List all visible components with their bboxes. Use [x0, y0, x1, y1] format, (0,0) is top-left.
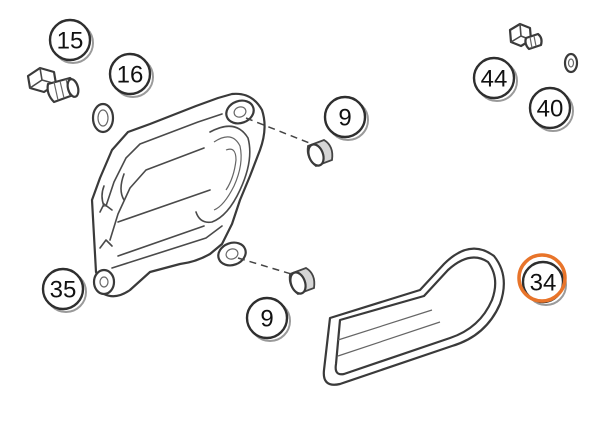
gasket-part	[322, 247, 505, 386]
dowel-lower-leader-line	[237, 257, 299, 277]
callout-16[interactable]: 16	[108, 52, 154, 98]
callout-44[interactable]: 44	[472, 56, 518, 102]
plug-screw-part	[26, 66, 80, 104]
callout-9-upper-label: 9	[338, 105, 351, 132]
callout-35[interactable]: 35	[41, 267, 87, 313]
callout-40-label: 40	[537, 96, 564, 123]
callout-34-highlight-ring	[517, 253, 567, 303]
sealing-ring-part	[91, 102, 115, 134]
callout-34-label: 34	[530, 270, 557, 297]
callout-15[interactable]: 15	[48, 18, 94, 64]
callout-9-lower[interactable]: 9	[245, 296, 291, 342]
callout-44-label: 44	[481, 66, 508, 93]
screw-part	[508, 22, 543, 51]
washer-part	[563, 52, 579, 74]
dowel-sleeve-upper-part	[306, 139, 334, 168]
callout-15-label: 15	[57, 28, 84, 55]
callout-9-lower-label: 9	[260, 306, 273, 333]
callout-40[interactable]: 40	[528, 86, 574, 132]
water-pump-cover-part	[90, 92, 266, 298]
callout-9-upper[interactable]: 9	[323, 95, 369, 141]
callout-16-label: 16	[117, 62, 144, 89]
dowel-sleeve-lower-part	[288, 267, 316, 296]
callout-34[interactable]: 34	[517, 253, 567, 306]
callout-35-label: 35	[50, 277, 77, 304]
